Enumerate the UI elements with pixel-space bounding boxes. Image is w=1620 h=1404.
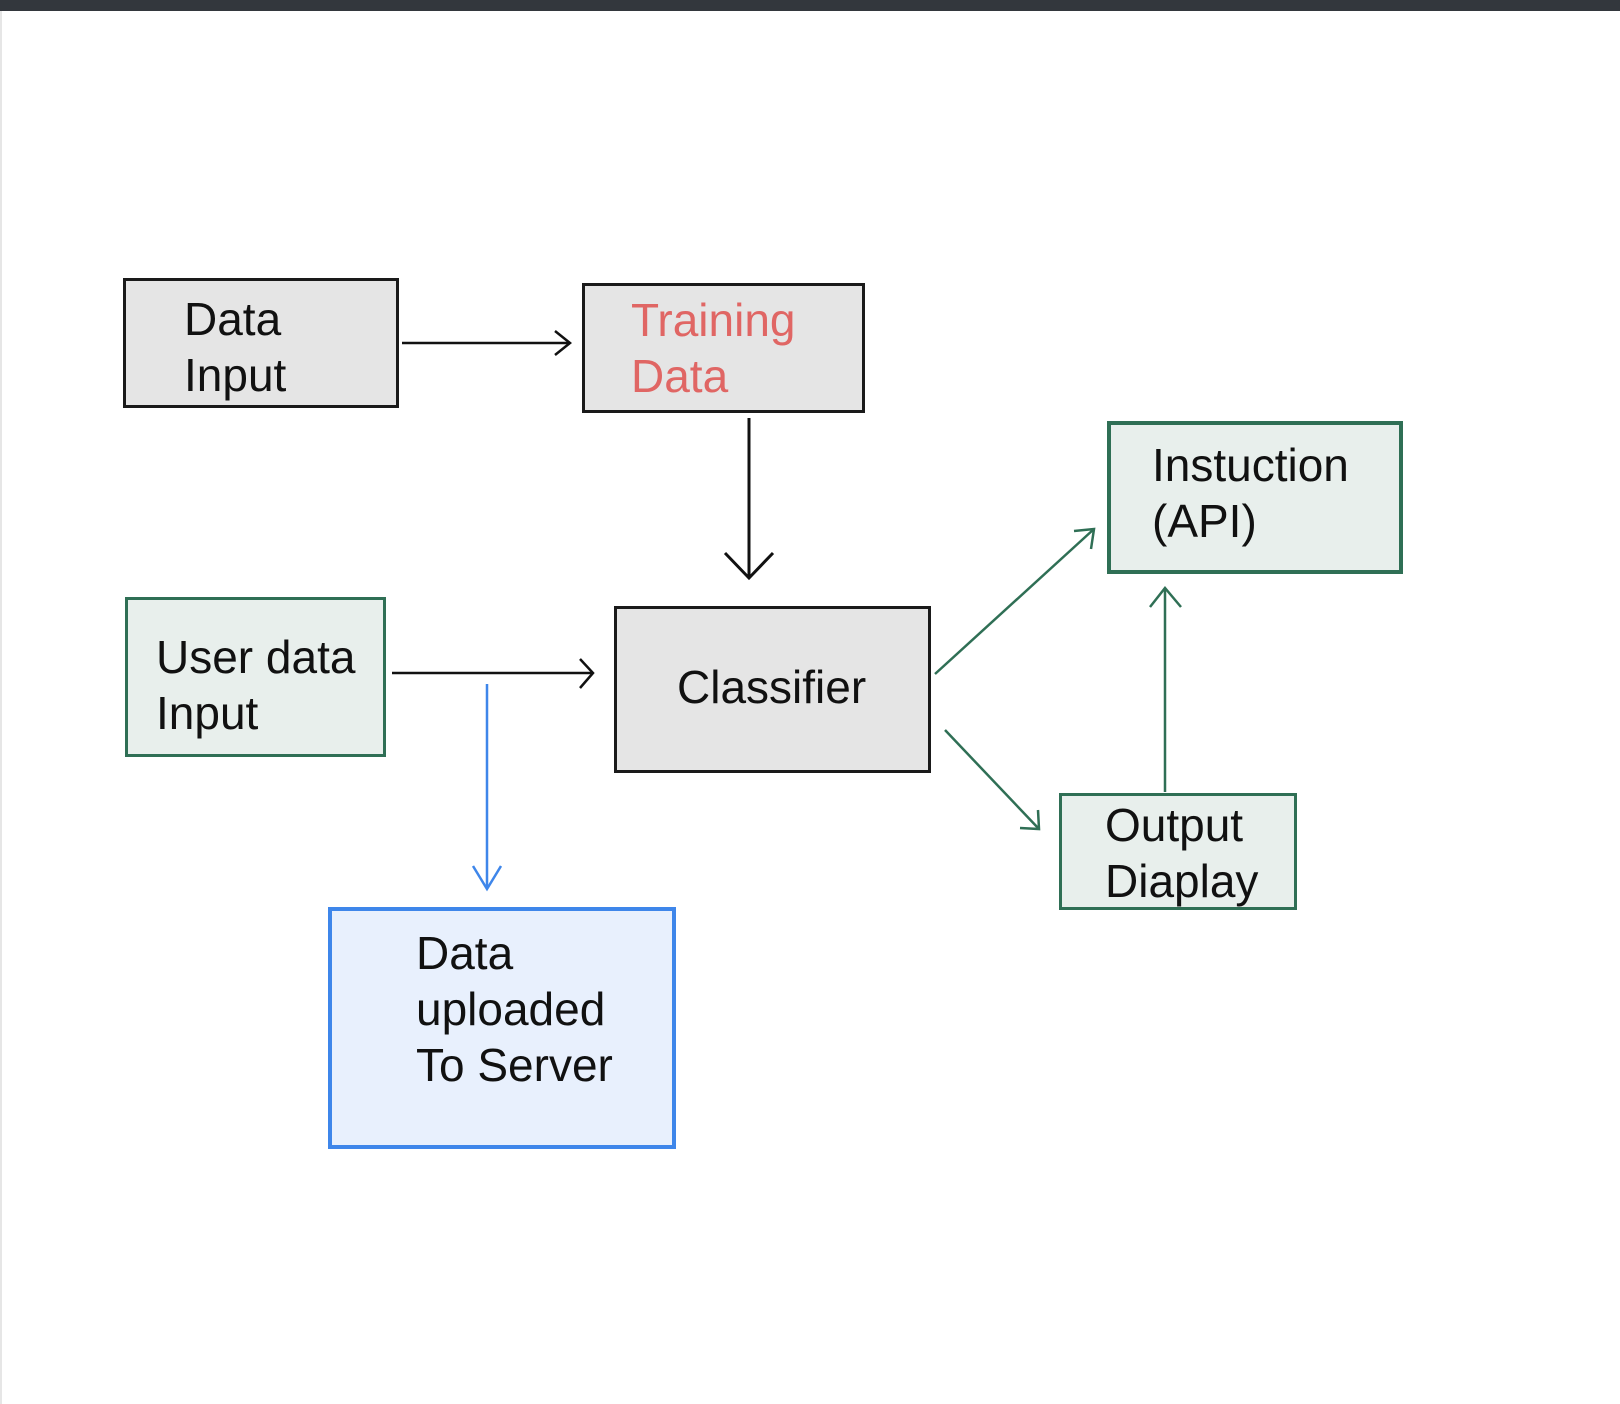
arrow-user-input-to-classifier bbox=[392, 658, 595, 689]
node-data-uploaded-label: Data uploaded To Server bbox=[416, 927, 613, 1091]
node-instruction-api-label: Instuction (API) bbox=[1152, 439, 1349, 547]
node-output-display: Output Diaplay bbox=[1059, 793, 1297, 910]
arrow-user-input-to-server bbox=[471, 684, 503, 892]
arrow-data-input-to-training-data bbox=[402, 330, 573, 356]
node-data-input-label: Data Input bbox=[184, 293, 287, 401]
arrow-training-data-to-classifier bbox=[723, 418, 775, 581]
arrow-classifier-to-instruction bbox=[934, 527, 1096, 675]
node-data-input: Data Input bbox=[123, 278, 399, 408]
window-top-bar bbox=[0, 0, 1620, 11]
arrow-output-to-instruction bbox=[1149, 586, 1182, 792]
node-training-data: Training Data bbox=[582, 283, 865, 413]
node-user-data-input: User data Input bbox=[125, 597, 386, 757]
node-user-data-input-label: User data Input bbox=[156, 631, 356, 739]
node-classifier: Classifier bbox=[614, 606, 931, 773]
node-instruction-api: Instuction (API) bbox=[1107, 421, 1403, 574]
node-data-uploaded: Data uploaded To Server bbox=[328, 907, 676, 1149]
arrow-classifier-to-output bbox=[944, 729, 1041, 831]
window-left-edge bbox=[0, 11, 2, 1404]
node-training-data-label: Training Data bbox=[631, 294, 796, 402]
node-classifier-label: Classifier bbox=[677, 661, 867, 713]
node-output-display-label: Output Diaplay bbox=[1105, 799, 1259, 907]
